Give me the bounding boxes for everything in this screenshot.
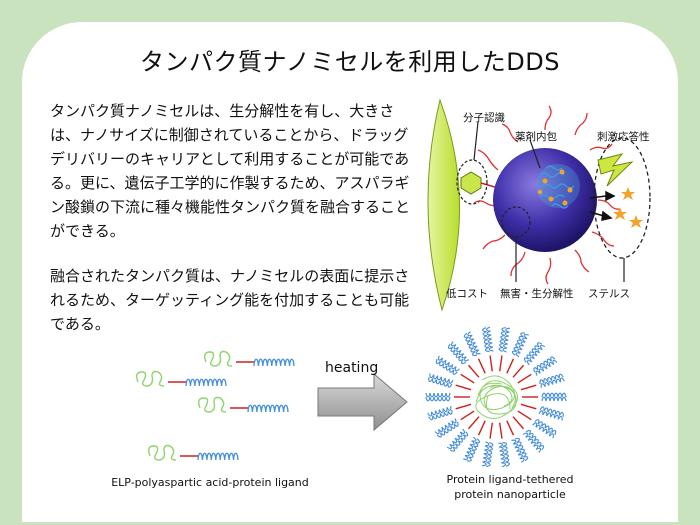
- label-heating: heating: [325, 360, 379, 376]
- shell-ligand: [520, 373, 565, 391]
- cell-membrane: [427, 98, 460, 312]
- content-card: [22, 22, 678, 522]
- caption-ligand: ELP-polyaspartic acid-protein ligand: [111, 476, 309, 489]
- release-arrows: [589, 190, 616, 221]
- ligand-strand: [147, 444, 239, 461]
- drug-payload: [536, 164, 580, 209]
- shell-ligand: [498, 422, 510, 468]
- ligand-strands: [135, 350, 295, 461]
- nanoparticle: [425, 326, 567, 468]
- caption-nanoparticle-line1: Protein ligand-tethered: [446, 473, 574, 486]
- label-drug-encapsulation: 薬剤内包: [515, 131, 557, 143]
- shell-ligand: [520, 403, 564, 421]
- caption-nanoparticle-line2: protein nanoparticle: [454, 488, 566, 501]
- shell-ligand: [522, 392, 567, 402]
- page-title: タンパク質ナノミセルを利用したDDS: [140, 48, 560, 76]
- label-stealth: ステルス: [588, 288, 630, 300]
- stimulus-region: [593, 137, 651, 259]
- label-low-cost: 低コスト: [446, 288, 488, 300]
- shell-ligand: [425, 392, 470, 402]
- label-molecular-recognition: 分子認識: [463, 112, 505, 124]
- description-paragraph-1: タンパク質ナノミセルは、生分解性を有し、大きさは、ナノサイズに制御されていること…: [50, 102, 411, 240]
- recognition-region: [456, 159, 488, 205]
- shell-ligand: [446, 416, 480, 452]
- stealth-chains: [473, 105, 621, 285]
- shell-ligand: [512, 342, 546, 378]
- label-harmless-biodegradable: 無害・生分解性: [500, 288, 574, 300]
- released-drug-stars: [613, 187, 643, 228]
- shell-ligand: [428, 373, 472, 391]
- shell-ligand: [506, 420, 529, 463]
- micelle-sphere: [493, 148, 597, 252]
- shell-ligand: [435, 355, 475, 384]
- lightning-icon: [597, 153, 634, 187]
- heating-arrow: [317, 372, 408, 432]
- shell-ligand: [517, 356, 558, 384]
- shell-ligand: [482, 326, 494, 372]
- label-stimulus-response: 刺激応答性: [597, 131, 650, 143]
- shell-ligand: [498, 327, 510, 372]
- nanoparticle-core: [475, 375, 518, 419]
- ligand-strand: [197, 396, 289, 413]
- shell-ligand: [506, 332, 529, 374]
- shell-ligand: [463, 420, 486, 462]
- nanoparticle-shell: [425, 326, 567, 468]
- shell-ligand: [427, 403, 472, 421]
- recognition-ligand: [460, 171, 482, 195]
- description-paragraph-2: 融合されたタンパク質は、ナノミセルの表面に提示されるため、ターゲッティング能を付…: [50, 267, 410, 333]
- shell-ligand: [482, 422, 494, 467]
- shell-ligand: [512, 416, 545, 453]
- shell-ligand: [434, 410, 475, 438]
- shell-ligand: [463, 331, 486, 374]
- ligand-strand: [203, 350, 295, 367]
- shell-ligand: [517, 410, 557, 439]
- shell-ligand: [447, 341, 480, 378]
- ligand-strand: [135, 370, 227, 387]
